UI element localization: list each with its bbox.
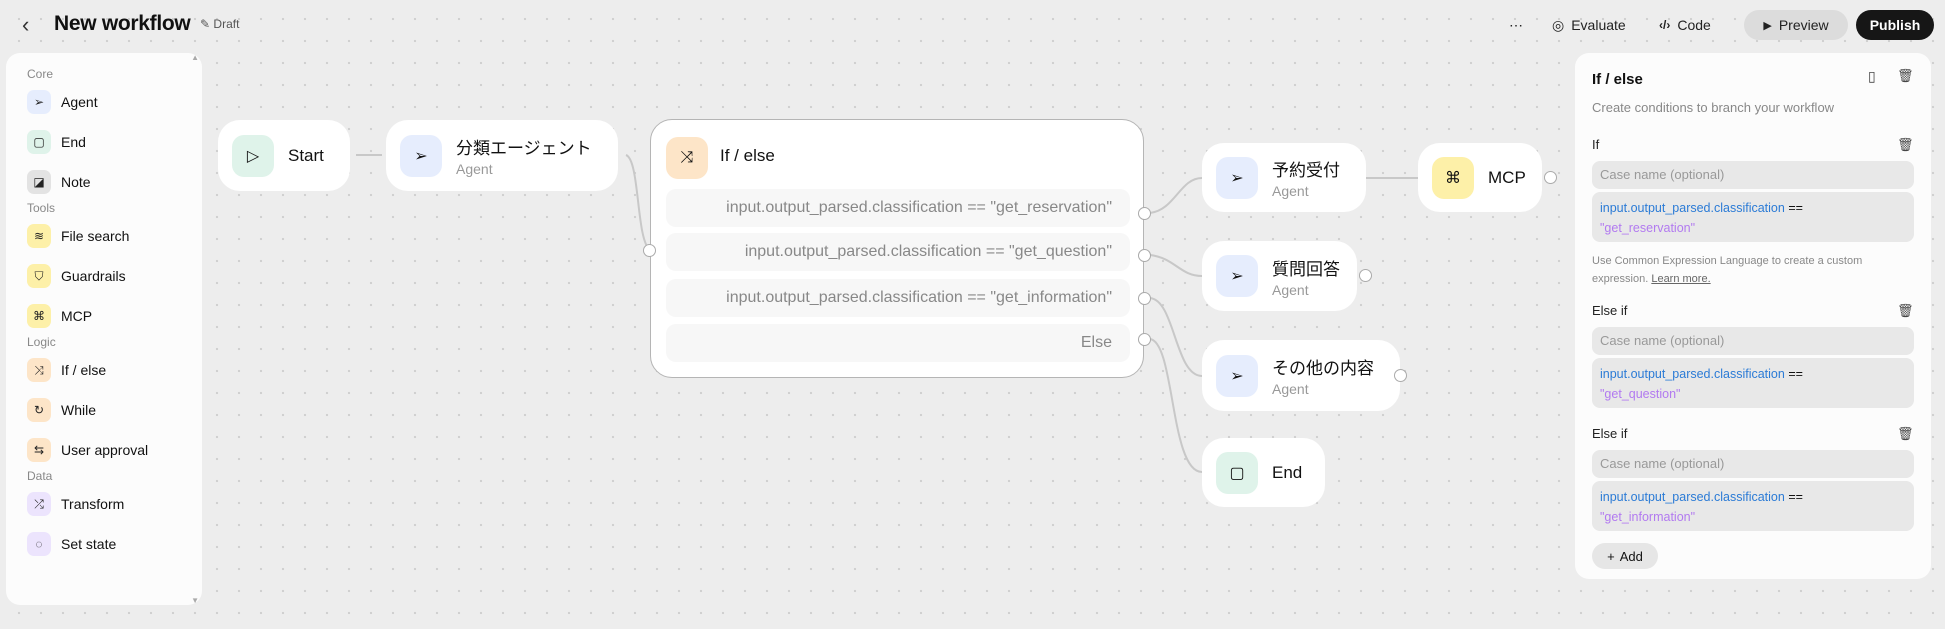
branch-icon: ⤨: [666, 137, 708, 179]
inspector-title: If / else: [1592, 71, 1643, 88]
node-start[interactable]: ▷ Start: [218, 120, 350, 191]
delete-case-icon[interactable]: 🗑: [1897, 137, 1914, 152]
edge-ifelse-reservation: [1149, 177, 1203, 214]
case-name-placeholder: Case name (optional): [1600, 333, 1725, 348]
condition-row[interactable]: input.output_parsed.classification == "g…: [666, 279, 1130, 317]
play-icon: ▷: [232, 134, 274, 177]
condition-expression-editor[interactable]: input.output_parsed.classification =="ge…: [1592, 358, 1914, 408]
edge-ifelse-question: [1149, 254, 1203, 277]
case-name-input[interactable]: Case name (optional): [1592, 327, 1914, 355]
loop-icon: ↻: [27, 398, 51, 422]
output-handle[interactable]: [1359, 269, 1372, 282]
draft-badge: ✎ Draft: [200, 17, 240, 31]
publish-button[interactable]: Publish: [1856, 10, 1934, 40]
palette-section-label: Core: [27, 67, 54, 81]
edge-ifelse-end: [1149, 338, 1203, 473]
palette-item-agent[interactable]: ➢Agent: [27, 89, 98, 115]
code-icon: ‹/›: [1659, 18, 1671, 32]
delete-case-icon[interactable]: 🗑: [1897, 426, 1914, 441]
node-end[interactable]: ▢ End: [1202, 438, 1325, 507]
case-name-placeholder: Case name (optional): [1600, 456, 1725, 471]
note-icon: ◪: [27, 170, 51, 194]
dashed-circle-icon: ◌: [27, 532, 51, 556]
case-name-placeholder: Case name (optional): [1600, 167, 1725, 182]
palette-item-user-approval[interactable]: ⇆User approval: [27, 437, 148, 463]
condition-expression-editor[interactable]: input.output_parsed.classification =="ge…: [1592, 481, 1914, 531]
condition-row[interactable]: input.output_parsed.classification == "g…: [666, 189, 1130, 227]
palette-item-guardrails[interactable]: ⛉Guardrails: [27, 263, 126, 289]
edge-ifelse-other: [1149, 297, 1203, 377]
command-icon: ⌘: [27, 304, 51, 328]
output-handle[interactable]: [1138, 207, 1151, 220]
output-handle[interactable]: [1394, 369, 1407, 382]
input-handle[interactable]: [643, 244, 656, 257]
ifelse-title: If / else: [720, 146, 775, 165]
palette-item-set-state[interactable]: ◌Set state: [27, 531, 116, 557]
palette-section-label: Data: [27, 469, 53, 483]
cursor-icon: ➢: [1216, 255, 1258, 297]
cursor-icon: ➢: [1216, 156, 1258, 199]
output-handle[interactable]: [1138, 333, 1151, 346]
palette-item-if-else[interactable]: ⤨If / else: [27, 357, 106, 383]
edge-classifier-ifelse: [625, 154, 651, 251]
node-mcp[interactable]: ⌘ MCP: [1418, 143, 1542, 212]
output-handle[interactable]: [1138, 292, 1151, 305]
scroll-down-arrow[interactable]: ▼: [191, 596, 199, 605]
database-icon: ≋: [27, 224, 51, 248]
cursor-icon: ➢: [1216, 354, 1258, 397]
back-button[interactable]: ‹: [22, 12, 30, 37]
palette-item-end[interactable]: ▢End: [27, 129, 86, 155]
output-handle[interactable]: [1544, 171, 1557, 184]
condition-row[interactable]: input.output_parsed.classification == "g…: [666, 233, 1130, 271]
branch-icon: ⤨: [27, 358, 51, 382]
palette-item-mcp[interactable]: ⌘MCP: [27, 303, 92, 329]
play-icon: ▶: [1763, 19, 1772, 32]
palette-item-note[interactable]: ◪Note: [27, 169, 91, 195]
shield-icon: ⛉: [27, 264, 51, 288]
square-icon: ▢: [1216, 451, 1258, 494]
condition-expression-editor[interactable]: input.output_parsed.classification =="ge…: [1592, 192, 1914, 242]
inspector-subtitle: Create conditions to branch your workflo…: [1592, 100, 1835, 115]
case-name-input[interactable]: Case name (optional): [1592, 161, 1914, 189]
output-handle[interactable]: [1138, 249, 1151, 262]
compass-icon: ◎: [1552, 16, 1565, 33]
edit-icon: ✎: [200, 17, 211, 31]
docs-icon[interactable]: ▯: [1868, 68, 1876, 84]
palette-item-while[interactable]: ↻While: [27, 397, 96, 423]
case-label: If: [1592, 137, 1600, 152]
case-label: Else if: [1592, 426, 1628, 441]
shuffle-icon: ⤮: [27, 492, 51, 516]
learn-more-link[interactable]: Learn more.: [1651, 273, 1711, 285]
else-row[interactable]: Else: [666, 324, 1130, 362]
palette-item-transform[interactable]: ⤮Transform: [27, 491, 124, 517]
command-icon: ⌘: [1432, 156, 1474, 199]
cel-help-text: Use Common Expression Language to create…: [1592, 255, 1863, 285]
delete-case-icon[interactable]: 🗑: [1897, 303, 1914, 318]
approval-icon: ⇆: [27, 438, 51, 462]
square-icon: ▢: [27, 130, 51, 154]
page-title: New workflow: [54, 12, 191, 35]
evaluate-button[interactable]: ◎Evaluate: [1552, 16, 1626, 34]
palette-item-file-search[interactable]: ≋File search: [27, 223, 129, 249]
code-button[interactable]: ‹/›Code: [1659, 17, 1711, 33]
more-button[interactable]: ⋯: [1509, 16, 1523, 33]
plus-icon: +: [1607, 548, 1615, 564]
scroll-up-arrow[interactable]: ▲: [191, 53, 199, 62]
delete-node-icon[interactable]: 🗑: [1897, 68, 1914, 83]
add-case-button[interactable]: +Add: [1592, 543, 1658, 569]
cursor-icon: ➢: [400, 134, 442, 177]
case-label: Else if: [1592, 303, 1628, 318]
cursor-icon: ➢: [27, 90, 51, 114]
preview-button[interactable]: ▶Preview: [1744, 10, 1848, 40]
palette-section-label: Tools: [27, 201, 56, 215]
case-name-input[interactable]: Case name (optional): [1592, 450, 1914, 478]
palette-section-label: Logic: [27, 335, 56, 349]
